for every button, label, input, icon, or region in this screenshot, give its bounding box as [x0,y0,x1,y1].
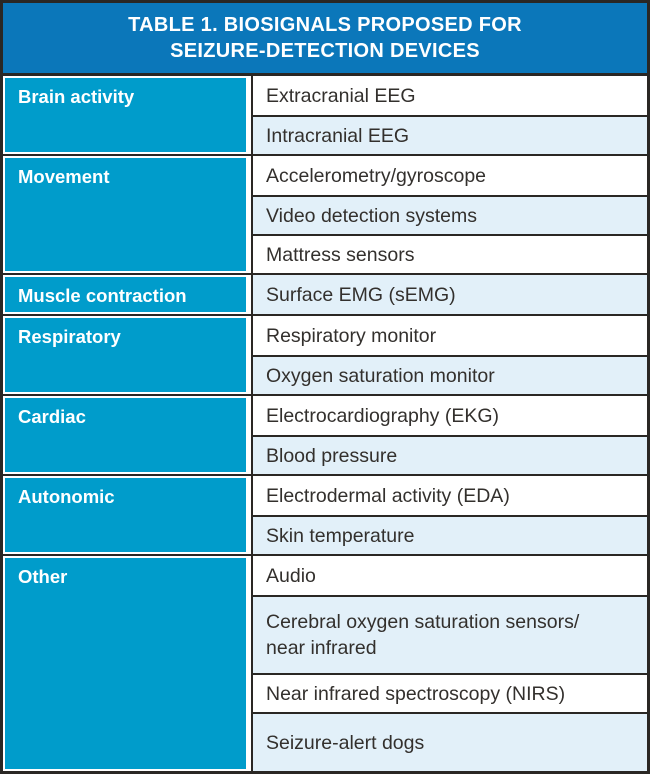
cell-text: Near infrared spectroscopy (NIRS) [266,682,566,705]
items-muscle-contraction: Surface EMG (sEMG) [253,275,647,314]
cell-text: Oxygen saturation monitor [266,364,495,387]
group-cardiac: Cardiac Electrocardiography (EKG) Blood … [3,394,647,474]
table-cell: Oxygen saturation monitor [253,355,647,394]
category-label: Muscle contraction [5,277,246,312]
items-movement: Accelerometry/gyroscope Video detection … [253,156,647,273]
items-other: Audio Cerebral oxygen saturation sensors… [253,556,647,771]
cell-text: Electrocardiography (EKG) [266,404,500,427]
category-label: Other [5,558,246,769]
cell-text: Respiratory monitor [266,324,437,347]
category-cell-respiratory: Respiratory [3,316,253,394]
category-label: Cardiac [5,398,246,472]
cell-text: Skin temperature [266,524,415,547]
table-cell: Intracranial EEG [253,115,647,154]
items-cardiac: Electrocardiography (EKG) Blood pressure [253,396,647,474]
items-respiratory: Respiratory monitor Oxygen saturation mo… [253,316,647,394]
group-other: Other Audio Cerebral oxygen saturation s… [3,554,647,771]
table-cell: Mattress sensors [253,234,647,273]
group-brain-activity: Brain activity Extracranial EEG Intracra… [3,76,647,154]
table-title-line-1: TABLE 1. BIOSIGNALS PROPOSED FOR [128,14,522,36]
table-cell: Cerebral oxygen saturation sensors/ near… [253,595,647,673]
table-cell: Seizure-alert dogs [253,712,647,771]
category-cell-cardiac: Cardiac [3,396,253,474]
category-label: Respiratory [5,318,246,392]
cell-text: Electrodermal activity (EDA) [266,484,510,507]
table-cell: Electrocardiography (EKG) [253,396,647,435]
category-cell-muscle-contraction: Muscle contraction [3,275,253,314]
table-cell: Extracranial EEG [253,76,647,115]
table-title-line-2: SEIZURE-DETECTION DEVICES [170,40,480,62]
cell-text: Video detection systems [266,204,478,227]
group-respiratory: Respiratory Respiratory monitor Oxygen s… [3,314,647,394]
cell-text: Cerebral oxygen saturation sensors/ near… [266,611,580,659]
category-cell-autonomic: Autonomic [3,476,253,554]
category-label: Autonomic [5,478,246,552]
cell-text: Surface EMG (sEMG) [266,283,456,306]
category-cell-movement: Movement [3,156,253,273]
category-cell-brain-activity: Brain activity [3,76,253,154]
cell-text: Seizure-alert dogs [266,731,425,754]
items-brain-activity: Extracranial EEG Intracranial EEG [253,76,647,154]
category-cell-other: Other [3,556,253,771]
table-cell: Electrodermal activity (EDA) [253,476,647,515]
category-label: Movement [5,158,246,271]
table-cell: Skin temperature [253,515,647,554]
cell-text: Extracranial EEG [266,84,416,107]
group-autonomic: Autonomic Electrodermal activity (EDA) S… [3,474,647,554]
table-cell: Blood pressure [253,435,647,474]
cell-text: Intracranial EEG [266,124,410,147]
table-cell: Audio [253,556,647,595]
cell-text: Mattress sensors [266,243,415,266]
cell-text: Accelerometry/gyroscope [266,164,487,187]
items-autonomic: Electrodermal activity (EDA) Skin temper… [253,476,647,554]
table-cell: Accelerometry/gyroscope [253,156,647,195]
cell-text: Audio [266,564,316,587]
table-title: TABLE 1. BIOSIGNALS PROPOSED FOR SEIZURE… [3,3,647,76]
table-cell: Respiratory monitor [253,316,647,355]
table-cell: Near infrared spectroscopy (NIRS) [253,673,647,712]
table-body: Brain activity Extracranial EEG Intracra… [3,76,647,771]
cell-text: Blood pressure [266,444,398,467]
category-label: Brain activity [5,78,246,152]
group-movement: Movement Accelerometry/gyroscope Video d… [3,154,647,273]
table-cell: Video detection systems [253,195,647,234]
group-muscle-contraction: Muscle contraction Surface EMG (sEMG) [3,273,647,314]
table-cell: Surface EMG (sEMG) [253,275,647,314]
